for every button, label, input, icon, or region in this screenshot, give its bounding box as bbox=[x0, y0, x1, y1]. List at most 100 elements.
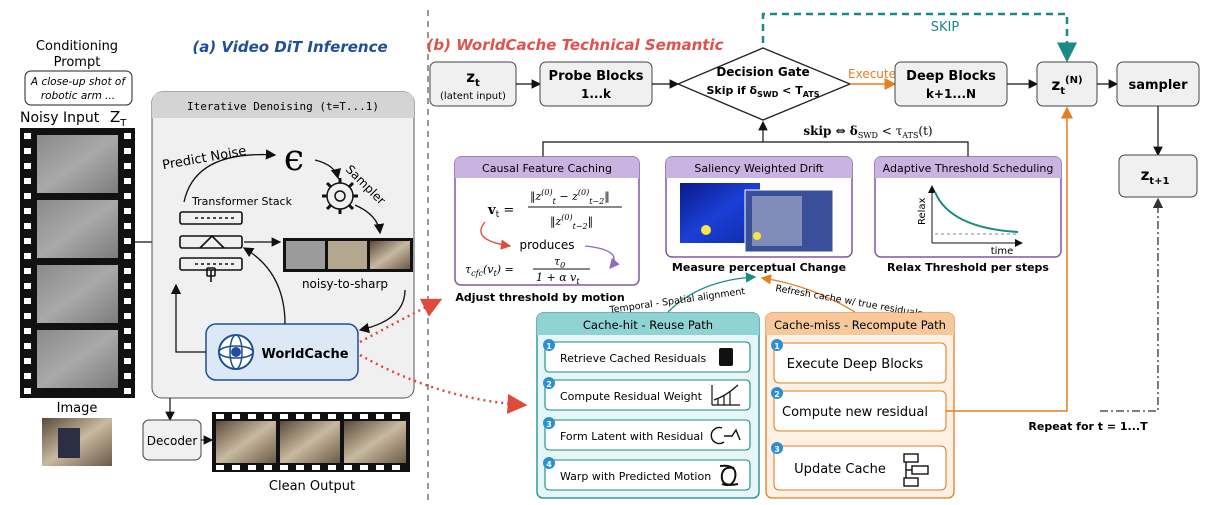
svg-text:1: 1 bbox=[546, 342, 552, 351]
causal-purple-arrow bbox=[584, 245, 620, 269]
update-cache-icon bbox=[903, 453, 929, 487]
deep-range-label: k+1...N bbox=[926, 87, 976, 101]
relax-axis-label: Relax bbox=[917, 197, 928, 225]
heatmap-hotspot-2 bbox=[753, 232, 761, 240]
panel-a-header bbox=[152, 92, 414, 118]
decoder-label: Decoder bbox=[147, 434, 198, 448]
conditioning-title: Conditioning bbox=[36, 39, 118, 54]
recompute-to-ztn-arrow bbox=[946, 106, 1073, 412]
svg-text:1 + α vt: 1 + α vt bbox=[536, 271, 580, 286]
threshold-decay-plot bbox=[928, 185, 1023, 247]
cache-hit-item-1: 1 Retrieve Cached Residuals bbox=[543, 339, 751, 373]
decision-gate-condition: Skip if δSWD < TATS bbox=[706, 84, 819, 99]
panel-a-title: (a) Video DiT Inference bbox=[192, 38, 387, 56]
clean-output-filmstrip bbox=[212, 412, 410, 472]
time-axis-label: time bbox=[991, 246, 1014, 257]
cache-hit-item-2: 2 Compute Residual Weight bbox=[543, 377, 751, 411]
prompt-text-1: A close-up shot of bbox=[30, 76, 127, 88]
svg-text:vt =: vt = bbox=[487, 203, 514, 220]
saliency-title: Saliency Weighted Drift bbox=[694, 162, 824, 175]
repeat-label: Repeat for t = 1...T bbox=[1028, 420, 1148, 433]
produces-label: produces bbox=[519, 238, 574, 252]
gear-icon bbox=[322, 178, 358, 214]
svg-text:3: 3 bbox=[774, 445, 780, 454]
decision-gate-diamond bbox=[676, 47, 852, 121]
skip-path bbox=[761, 12, 1077, 63]
bar-chart-icon bbox=[711, 384, 740, 406]
image-robot-arm bbox=[58, 428, 80, 458]
repeat-loop-arrow bbox=[1100, 197, 1164, 412]
svg-text:3: 3 bbox=[546, 420, 552, 429]
cache-miss-item-1-label: Execute Deep Blocks bbox=[787, 357, 924, 372]
svg-text:4: 4 bbox=[546, 460, 552, 469]
sampler-box-label: sampler bbox=[1128, 78, 1188, 93]
prompt-text-2: robotic arm ... bbox=[41, 90, 115, 102]
cache-hit-item-3-label: Form Latent with Residual bbox=[560, 430, 703, 443]
worldcache-loop-arrow bbox=[170, 283, 206, 353]
causal-caption: Adjust threshold by motion bbox=[455, 291, 624, 304]
warp-swirl-icon bbox=[719, 464, 739, 487]
conditioning-title-2: Prompt bbox=[54, 55, 101, 70]
cache-miss-item-3: 3 Update Cache bbox=[771, 442, 947, 491]
cache-miss-item-2: 2 Compute new residual bbox=[771, 387, 947, 432]
svg-text:2: 2 bbox=[774, 390, 780, 399]
cache-hit-header bbox=[537, 313, 759, 335]
deep-blocks-label: Deep Blocks bbox=[906, 69, 996, 84]
ztn-symbol: zt(N) bbox=[1051, 75, 1082, 97]
probe-range-label: 1...k bbox=[581, 87, 612, 101]
cache-hit-title: Cache-hit - Reuse Path bbox=[583, 318, 713, 332]
svg-text:2: 2 bbox=[546, 380, 552, 389]
cache-miss-item-1: 1 Execute Deep Blocks bbox=[771, 339, 947, 384]
noisy-input-symbol: ZT bbox=[110, 108, 127, 129]
sampler-to-frames-arrow bbox=[354, 204, 385, 235]
clean-output-label: Clean Output bbox=[269, 479, 355, 494]
noisy-to-sharp-label: noisy-to-sharp bbox=[302, 277, 388, 291]
skip-condition-formula: skip ⇔ δSWD < τATS(t) bbox=[803, 124, 932, 140]
tau-cfc-formula: τcfc(vt) = τ0 1 + α vt bbox=[465, 255, 590, 286]
temporal-alignment-arrow bbox=[667, 272, 757, 313]
epsilon-to-sampler-arrow bbox=[314, 159, 342, 180]
transformer-stack-label: Transformer Stack bbox=[191, 195, 293, 208]
cache-miss-header bbox=[766, 313, 954, 335]
worldcache-label: WorldCache bbox=[261, 347, 348, 362]
cache-hit-item-4: 4 Warp with Predicted Motion bbox=[543, 457, 751, 491]
adaptive-header bbox=[875, 157, 1061, 178]
transformer-stack-icon bbox=[179, 211, 243, 282]
image-label: Image bbox=[57, 401, 98, 416]
prompt-box bbox=[24, 70, 133, 106]
zt-symbol: zt bbox=[466, 68, 480, 89]
causal-red-arrow bbox=[480, 221, 512, 250]
epsilon-icon: ϵ bbox=[284, 138, 304, 179]
cache-hit-item-1-label: Retrieve Cached Residuals bbox=[560, 352, 706, 365]
skip-label: SKIP bbox=[931, 20, 960, 35]
predict-noise-arrow bbox=[183, 149, 277, 203]
saliency-caption: Measure perceptual Change bbox=[672, 261, 846, 274]
cache-hit-item-3: 3 Form Latent with Residual bbox=[543, 417, 751, 451]
noisy-input-label: Noisy Input bbox=[20, 110, 100, 126]
svg-text:1: 1 bbox=[774, 342, 780, 351]
iterative-denoising-label: Iterative Denoising (t=T...1) bbox=[187, 100, 379, 113]
adaptive-title: Adaptive Threshold Scheduling bbox=[883, 162, 1054, 175]
criteria-bracket bbox=[542, 141, 969, 157]
cache-miss-item-2-label: Compute new residual bbox=[782, 405, 928, 420]
cache-hit-item-2-label: Compute Residual Weight bbox=[560, 390, 703, 403]
causal-header bbox=[455, 157, 639, 178]
frames-to-worldcache-arrow bbox=[358, 289, 406, 334]
cache-miss-item-3-label: Update Cache bbox=[794, 462, 886, 477]
worldcache-logo-icon bbox=[218, 334, 254, 370]
adaptive-caption: Relax Threshold per steps bbox=[887, 261, 1049, 274]
residual-icon bbox=[710, 426, 741, 445]
panel-b-title: (b) WorldCache Technical Semantic bbox=[427, 36, 724, 54]
causal-title: Causal Feature Caching bbox=[482, 162, 612, 175]
cache-miss-title: Cache-miss - Recompute Path bbox=[774, 318, 946, 332]
sd-card-icon bbox=[719, 348, 733, 366]
svg-text:τcfc(vt) =: τcfc(vt) = bbox=[465, 263, 514, 278]
latent-input-label: (latent input) bbox=[440, 91, 506, 102]
zt1-box bbox=[1118, 154, 1198, 198]
heatmap-hotspot bbox=[701, 225, 711, 235]
refresh-cache-arrow bbox=[760, 274, 856, 313]
temporal-alignment-label: Temporal - Spatial alignment bbox=[608, 286, 746, 316]
noisy-input-filmstrip bbox=[20, 128, 135, 398]
saliency-header bbox=[666, 157, 852, 178]
